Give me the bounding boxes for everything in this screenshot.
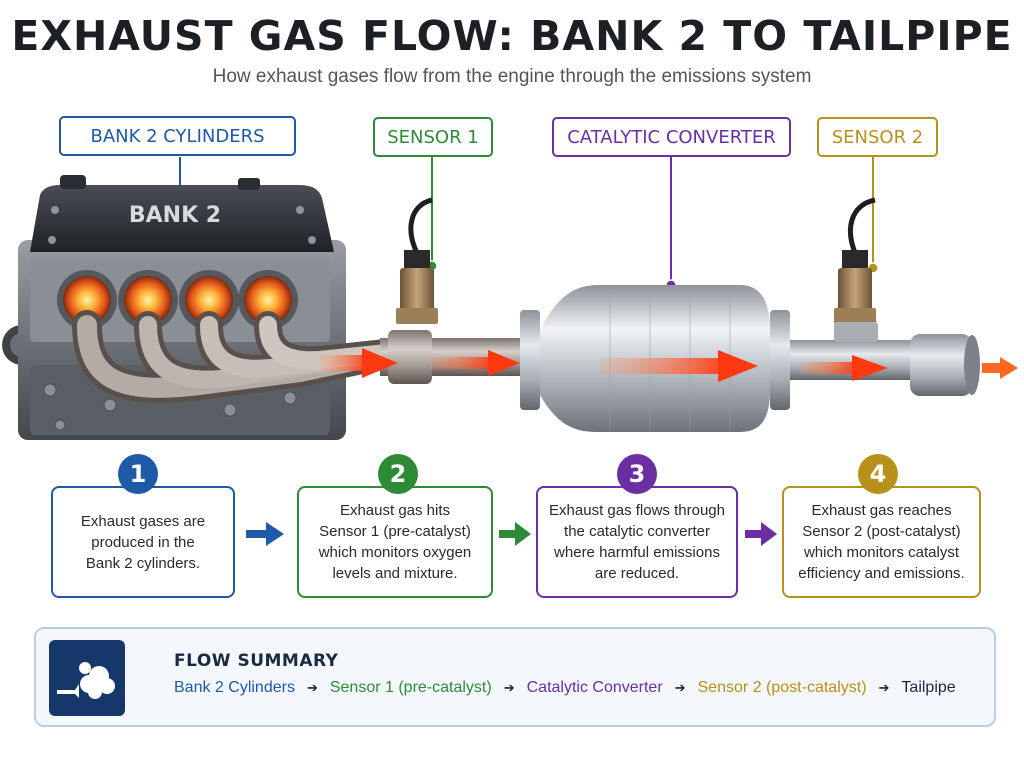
step-1-line: Exhaust gases are [80, 512, 206, 530]
sensor1-oxygen-sensor [396, 197, 438, 324]
page-subtitle: How exhaust gases flow from the engine t… [212, 66, 812, 87]
flow-step-sensor1: Sensor 1 (pre-catalyst) [329, 679, 492, 696]
step-3-box: Exhaust gas flows through the catalytic … [536, 486, 738, 598]
label-sensor1-text: SENSOR 1 [387, 126, 479, 148]
step-3-line: Exhaust gas flows through [549, 502, 725, 519]
label-catalytic-converter: CATALYTIC CONVERTER [552, 117, 791, 157]
step-3-line: are reduced. [594, 565, 680, 582]
engine-cover-text: BANK 2 [129, 203, 221, 228]
step-3-badge: 3 [617, 454, 657, 494]
step-2-line: levels and mixture. [332, 565, 458, 582]
exhaust-smoke-icon [49, 640, 125, 716]
arrow-right-icon [745, 522, 777, 546]
arrow-right-icon: ➔ [503, 680, 515, 695]
step-3-line: where harmful emissions [554, 544, 720, 561]
label-bank2-cylinders: BANK 2 CYLINDERS [59, 116, 296, 156]
step-2-box: Exhaust gas hits Sensor 1 (pre-catalyst)… [297, 486, 493, 598]
flow-summary-sequence: Bank 2 Cylinders ➔ Sensor 1 (pre-catalys… [174, 679, 956, 697]
label-sensor1: SENSOR 1 [373, 117, 493, 157]
label-bank2-cylinders-text: BANK 2 CYLINDERS [90, 125, 265, 147]
flow-step-catalytic-converter: Catalytic Converter [526, 679, 663, 696]
label-sensor2: SENSOR 2 [817, 117, 938, 157]
arrow-right-icon [499, 522, 531, 546]
step-1-box: Exhaust gases are produced in the Bank 2… [51, 486, 235, 598]
label-catalytic-converter-text: CATALYTIC CONVERTER [567, 126, 776, 148]
step-2-badge: 2 [378, 454, 418, 494]
step-3-line: the catalytic converter [564, 523, 710, 540]
arrow-right-icon: ➔ [306, 680, 318, 695]
step-4-badge: 4 [858, 454, 898, 494]
step-2-line: which monitors oxygen [318, 544, 472, 561]
flow-step-tailpipe: Tailpipe [901, 679, 956, 696]
flow-step-bank2: Bank 2 Cylinders [174, 679, 295, 696]
step-4-line: efficiency and emissions. [798, 565, 965, 582]
step-1-line: produced in the [91, 533, 195, 551]
arrow-right-icon: ➔ [674, 680, 686, 695]
flow-step-sensor2: Sensor 2 (post-catalyst) [697, 679, 867, 696]
step-4-line: Exhaust gas reaches [811, 502, 952, 519]
label-sensor2-text: SENSOR 2 [831, 126, 924, 148]
tailpipe [910, 334, 980, 396]
flow-summary-panel: FLOW SUMMARY Bank 2 Cylinders ➔ Sensor 1… [34, 627, 996, 727]
page-title: EXHAUST GAS FLOW: BANK 2 TO TAILPIPE [11, 12, 1013, 60]
step-2-line: Exhaust gas hits [339, 502, 451, 519]
step-1-badge: 1 [118, 454, 158, 494]
step-4-box: Exhaust gas reaches Sensor 2 (post-catal… [782, 486, 981, 598]
step-4-line: which monitors catalyst [803, 544, 960, 561]
step-1-line: Bank 2 cylinders. [85, 554, 201, 572]
flow-summary-title: FLOW SUMMARY [174, 651, 339, 671]
sensor2-oxygen-sensor [834, 197, 878, 342]
arrow-right-icon: ➔ [878, 680, 890, 695]
flow-arrows [320, 348, 1018, 382]
step-4-line: Sensor 2 (post-catalyst) [802, 523, 961, 540]
arrow-right-icon [246, 522, 284, 546]
exhaust-manifold [72, 310, 410, 403]
exhaust-system-illustration: BANK 2 [2, 157, 1018, 440]
step-2-line: Sensor 1 (pre-catalyst) [319, 523, 471, 540]
